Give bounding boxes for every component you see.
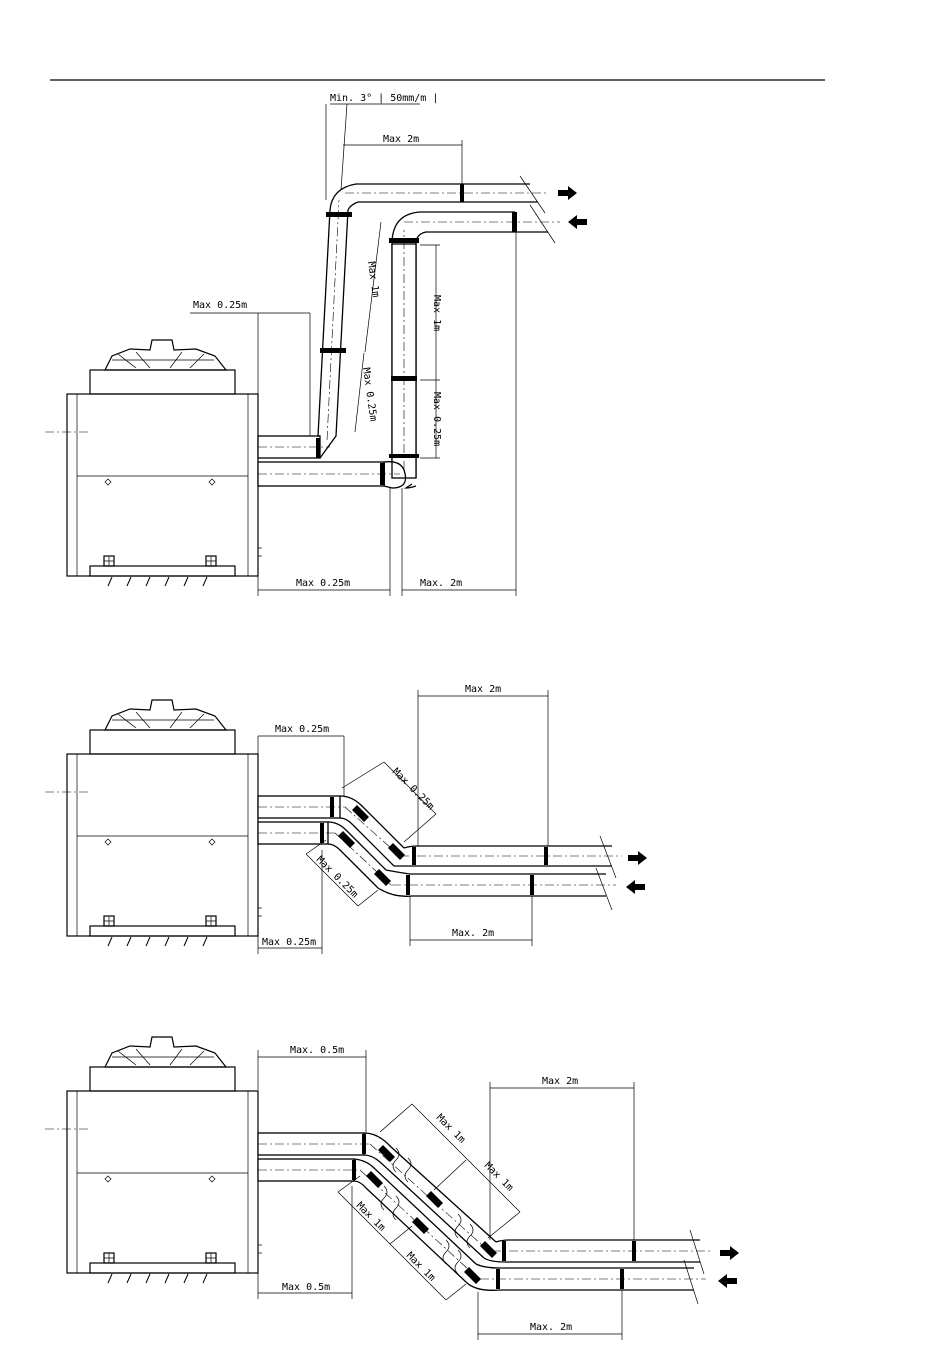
dim-max-025m-bottom: Max 0.25m [296, 578, 350, 589]
dim-max-2m-bottom-2: Max. 2m [452, 928, 494, 939]
dim-max-025m-vertical: Max 0.25m [431, 392, 442, 446]
figure-45-degree-installation: Max 2m Max 0.25m Max 0.25m Max 0.25m Max… [45, 684, 647, 954]
arrow-right-icon [558, 186, 577, 200]
dim-max-2m-bottom: Max. 2m [420, 578, 462, 589]
unit-2 [45, 700, 262, 946]
dim-max-2m-top-2: Max 2m [465, 684, 501, 695]
arrow-left-icon [718, 1274, 737, 1288]
slope-label: Min. 3° | 50mm/m | [330, 93, 438, 104]
unit-1 [45, 340, 262, 586]
dim-max-2m-top: Max 2m [383, 134, 419, 145]
dim-max-05m-top: Max. 0.5m [290, 1045, 344, 1056]
dim-max-1m-diag-upper-b: Max 1m [482, 1160, 515, 1193]
arrow-right-icon [628, 851, 647, 865]
arrow-right-icon [720, 1246, 739, 1260]
dim-max-2m-top-3: Max 2m [542, 1076, 578, 1087]
dim-max-025m-bottom-2: Max 0.25m [262, 937, 316, 948]
dim-max-025m-slant: Max 0.25m [360, 367, 378, 422]
dim-max-025m-top-2: Max 0.25m [275, 724, 329, 735]
dim-max-1m-slant: Max 1m [365, 261, 381, 298]
dim-max-1m-diag-lower-a: Max 1m [354, 1200, 387, 1233]
dim-max-025m-diag-lower: Max 0.25m [314, 854, 360, 900]
dim-max-1m-vertical: Max 1m [431, 295, 442, 331]
figure-extended-installation: Max. 0.5m Max 2m Max 1m Max 1m Max 1m Ma… [45, 1037, 739, 1340]
dim-max-05m-bottom: Max 0.5m [282, 1282, 330, 1293]
dim-max-025m-left: Max 0.25m [193, 300, 247, 311]
figure-vertical-installation: Min. 3° | 50mm/m | Max 2m Max 0.25m Max … [45, 93, 587, 596]
unit-3 [45, 1037, 262, 1283]
arrow-left-icon [568, 215, 587, 229]
arrow-left-icon [626, 880, 645, 894]
dim-max-1m-diag-upper-a: Max 1m [434, 1112, 467, 1145]
dim-max-2m-bottom-3: Max. 2m [530, 1322, 572, 1333]
dim-max-025m-diag-upper: Max 0.25m [390, 766, 436, 812]
dim-max-1m-diag-lower-b: Max 1m [404, 1250, 437, 1283]
